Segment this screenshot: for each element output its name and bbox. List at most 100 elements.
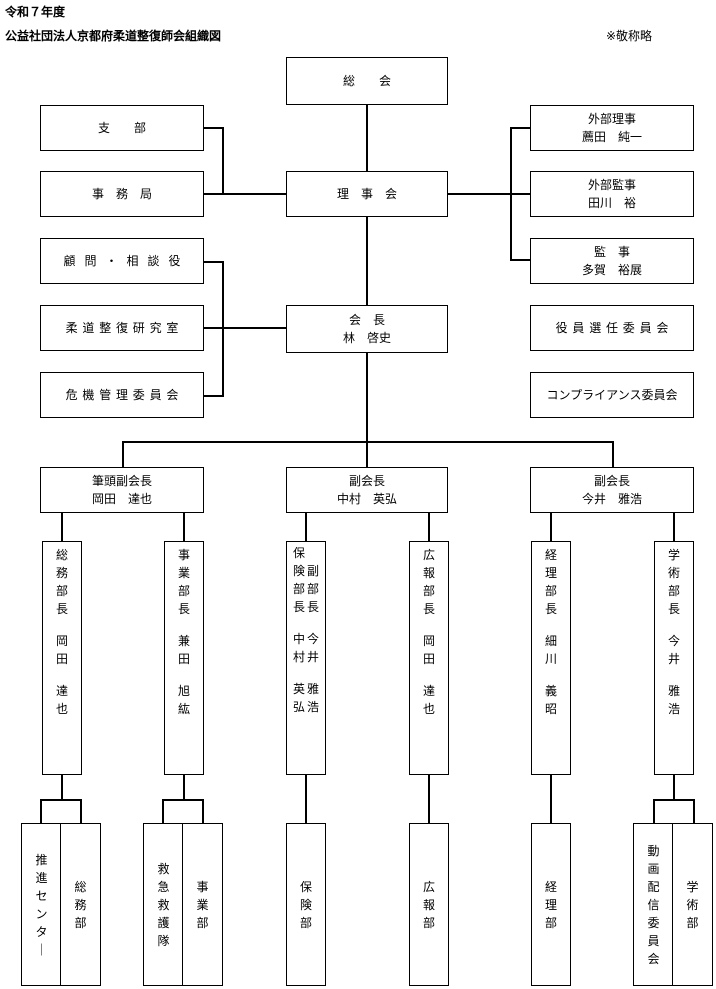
outside-director-name: 薦田 純一	[581, 130, 642, 144]
unit-label: 学術部	[686, 879, 699, 930]
outside-auditor-name: 田川 裕	[587, 196, 636, 210]
connector-line	[80, 799, 82, 823]
connector-line	[653, 799, 695, 801]
connector-line	[693, 799, 695, 823]
connector-line	[122, 441, 614, 443]
dept-title: 保険部長	[292, 546, 305, 614]
dept-name-last: 達也	[55, 684, 68, 716]
connector-line	[305, 775, 307, 823]
unit-box: 推進センタ｜	[21, 823, 62, 986]
dept-name-last: 義昭	[544, 684, 557, 716]
unit-label: 救急救護隊	[157, 861, 170, 948]
connector-line	[122, 441, 124, 467]
org-chart-title: 公益社団法人京都府柔道整復師会組織図	[5, 29, 222, 43]
dept-name-first: 兼田	[177, 634, 190, 666]
compliance-committee-box: コンプライアンス委員会	[530, 372, 694, 418]
unit-box: 事業部	[182, 823, 223, 986]
department-head-box: 広報部長 岡田 達也	[409, 541, 449, 775]
general-assembly-label: 総 会	[342, 74, 391, 88]
connector-line	[510, 259, 530, 261]
dept-title: 学術部長	[667, 548, 680, 616]
connector-line	[366, 353, 368, 443]
connector-line	[204, 327, 286, 329]
unit-box: 保険部	[286, 823, 326, 986]
dept-name-last: 英弘	[292, 682, 305, 714]
connector-line	[61, 513, 63, 541]
dept-name-first: 今井	[667, 634, 680, 666]
connector-line	[204, 261, 224, 263]
connector-line	[183, 775, 185, 800]
election-committee-box: 役員選任委員会	[530, 305, 694, 351]
connector-line	[222, 261, 224, 397]
vice-president-box: 筆頭副会長 岡田 達也	[40, 467, 204, 513]
unit-label: 保険部	[299, 879, 312, 930]
connector-line	[612, 441, 614, 467]
board-label: 理 事 会	[336, 187, 397, 201]
dept-name-first: 岡田	[55, 634, 68, 666]
secretariat-label: 事 務 局	[91, 187, 152, 201]
department-head-box: 学術部長 今井 雅浩	[654, 541, 694, 775]
vp-title: 副会長	[348, 474, 385, 488]
secretariat-box: 事 務 局	[40, 171, 204, 217]
connector-line	[510, 127, 530, 129]
connector-line	[222, 127, 224, 195]
dept-name-last: 旭紘	[177, 684, 190, 716]
connector-line	[366, 105, 368, 171]
vp-name: 中村 英弘	[336, 492, 397, 506]
compliance-label: コンプライアンス委員会	[546, 388, 678, 402]
election-label: 役員選任委員会	[555, 321, 674, 335]
connector-line	[162, 799, 164, 823]
dept-name-first: 中村	[292, 632, 305, 664]
outside-director-box: 外部理事 薦田 純一	[530, 105, 694, 151]
dept-name-first: 今井	[307, 632, 320, 664]
auditor-title: 監 事	[593, 245, 630, 259]
dept-title: 事業部長	[177, 548, 190, 616]
connector-line	[366, 441, 368, 467]
connector-line	[202, 799, 204, 823]
branch-label: 支 部	[97, 121, 146, 135]
dept-name-last: 達也	[422, 684, 435, 716]
unit-label: 総務部	[74, 879, 87, 930]
vp-name: 今井 雅浩	[581, 492, 642, 506]
connector-line	[61, 775, 63, 800]
president-box: 会 長 林 啓史	[286, 305, 448, 353]
unit-box: 学術部	[672, 823, 713, 986]
connector-line	[305, 513, 307, 541]
crisis-management-box: 危機管理委員会	[40, 372, 204, 418]
unit-label: 推進センタ｜	[35, 852, 48, 957]
dept-name-last: 雅浩	[667, 684, 680, 716]
judo-therapy-lab-box: 柔道整復研究室	[40, 305, 204, 351]
auditor-box: 監 事 多賀 裕展	[530, 238, 694, 284]
unit-label: 事業部	[196, 879, 209, 930]
advisor-label: 顧問・相談役	[63, 254, 190, 268]
vp-title: 筆頭副会長	[91, 474, 152, 488]
connector-line	[40, 799, 42, 823]
connector-line	[428, 513, 430, 541]
dept-name-first: 岡田	[422, 634, 435, 666]
vp-title: 副会長	[593, 474, 630, 488]
vice-president-box: 副会長 中村 英弘	[286, 467, 448, 513]
honorific-note: ※敬称略	[606, 29, 653, 43]
connector-line	[162, 799, 204, 801]
connector-line	[40, 799, 82, 801]
unit-label: 広報部	[422, 879, 435, 930]
outside-auditor-title: 外部監事	[587, 178, 636, 192]
department-head-box: 総務部長 岡田 達也	[42, 541, 82, 775]
connector-line	[673, 513, 675, 541]
dept-title: 広報部長	[422, 548, 435, 616]
president-title: 会 長	[348, 313, 385, 327]
dept-title: 経理部長	[544, 548, 557, 616]
unit-box: 救急救護隊	[143, 823, 184, 986]
connector-line	[653, 799, 655, 823]
department-head-box: 副部長 今井 雅浩 保険部長 中村 英弘	[286, 541, 326, 775]
connector-line	[448, 193, 530, 195]
connector-line	[510, 127, 512, 261]
vice-president-box: 副会長 今井 雅浩	[530, 467, 694, 513]
general-assembly-box: 総 会	[286, 57, 448, 105]
branch-box: 支 部	[40, 105, 204, 151]
department-head-box: 事業部長 兼田 旭紘	[164, 541, 204, 775]
dept-name-first: 細川	[544, 634, 557, 666]
unit-box: 動画配信委員会	[633, 823, 674, 986]
lab-label: 柔道整復研究室	[65, 321, 184, 335]
connector-line	[204, 127, 224, 129]
